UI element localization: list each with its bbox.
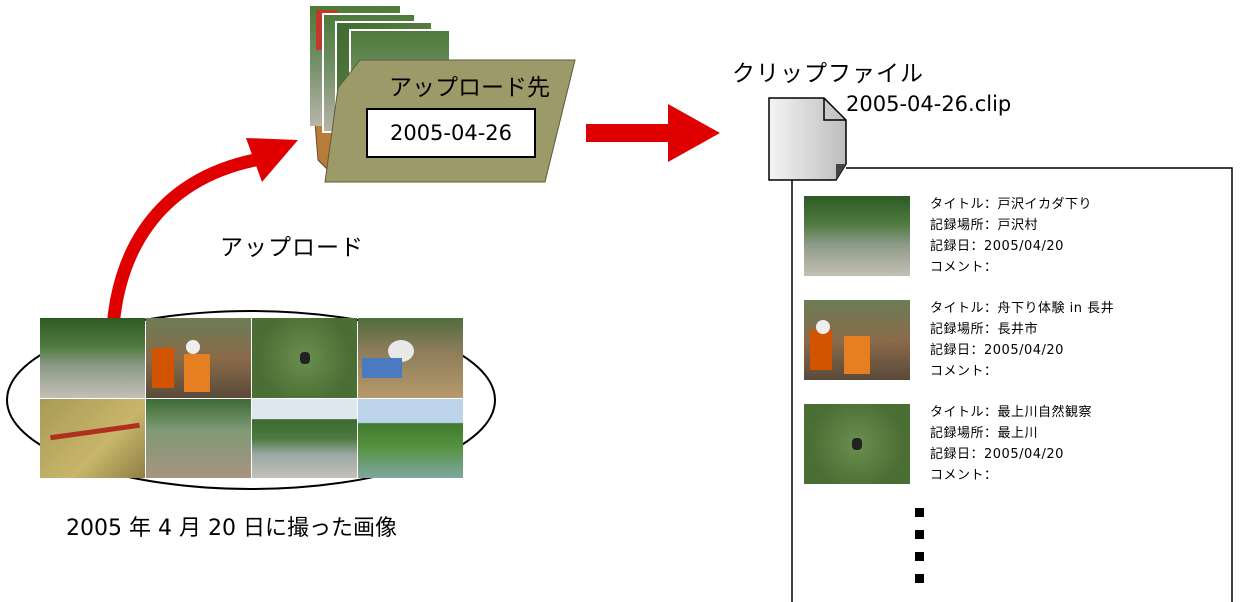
dot (915, 508, 924, 517)
entry-title: タイトル：舟下り体験 in 長井 (930, 301, 1115, 316)
upload-date-box: 2005-04-26 (366, 108, 536, 158)
entry-location: 記録場所：長井市 (930, 322, 1039, 337)
entry-location: 記録場所：戸沢村 (930, 218, 1039, 233)
photo-rafting (146, 318, 251, 398)
upload-label: アップロード (220, 235, 364, 261)
upload-date-text: 2005-04-26 (389, 121, 513, 145)
entry-comment: コメント： (930, 364, 998, 379)
entry-thumbnail (804, 300, 910, 380)
clip-file-heading: クリップファイル (732, 61, 924, 87)
photo-river (40, 318, 145, 398)
dot (915, 552, 924, 561)
entry-date: 記録日：2005/04/20 (930, 343, 1064, 358)
entry-comment: コメント： (930, 260, 998, 275)
entry-title: タイトル：戸沢イカダ下り (930, 197, 1093, 212)
entry-date: 記録日：2005/04/20 (930, 447, 1064, 462)
entry-thumbnail (804, 404, 910, 484)
entry-comment: コメント： (930, 468, 998, 483)
image-grid (40, 318, 463, 478)
photo-shore (146, 399, 251, 478)
photo-red-dragonfly (40, 399, 145, 478)
entry-location: 記録場所：最上川 (930, 426, 1039, 441)
dot (915, 530, 924, 539)
clip-file-name: 2005-04-26.clip (846, 92, 1012, 116)
upload-folder-title: アップロード先 (389, 75, 550, 101)
source-images-caption: 2005 年 4 月 20 日に撮った画像 (66, 516, 397, 541)
photo-dragonfly-grass (252, 318, 357, 398)
dot (915, 574, 924, 583)
entry-thumbnail (804, 196, 910, 276)
entry-date: 記録日：2005/04/20 (930, 239, 1064, 254)
entry-title: タイトル：最上川自然観察 (930, 405, 1093, 420)
photo-boat (358, 318, 463, 398)
photo-riverbank (358, 399, 463, 478)
photo-mountains (252, 399, 357, 478)
